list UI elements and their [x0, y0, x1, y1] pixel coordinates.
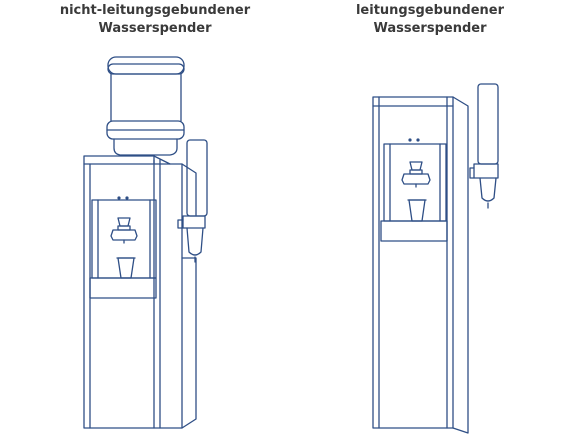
dispenser-cabinet — [83, 155, 197, 429]
mains-dispenser-illustration — [372, 83, 499, 434]
dispensing-niche-right — [380, 138, 448, 242]
cup-holder-icon-right — [469, 83, 499, 209]
water-tap-icon — [110, 217, 138, 244]
dispenser-cabinet-right — [372, 96, 469, 434]
caption-mains-dispenser: leitungsgebundener Wasserspender — [330, 2, 530, 38]
caption-bottle-dispenser-line1: nicht-leitungsgebundener — [59, 3, 251, 18]
caption-mains-dispenser-line1: leitungsgebundener — [355, 3, 505, 18]
caption-bottle-dispenser-line2: Wasserspender — [98, 21, 212, 36]
cup-holder-icon — [177, 139, 208, 263]
cup-icon-right — [408, 199, 426, 222]
water-bottle-icon — [106, 56, 185, 156]
dispensing-niche — [89, 196, 157, 299]
caption-mains-dispenser-line2: Wasserspender — [373, 21, 487, 36]
caption-bottle-dispenser: nicht-leitungsgebundener Wasserspender — [40, 2, 270, 38]
bottle-dispenser-illustration — [83, 56, 208, 429]
cup-icon — [117, 257, 135, 279]
water-tap-icon-right — [401, 161, 431, 188]
